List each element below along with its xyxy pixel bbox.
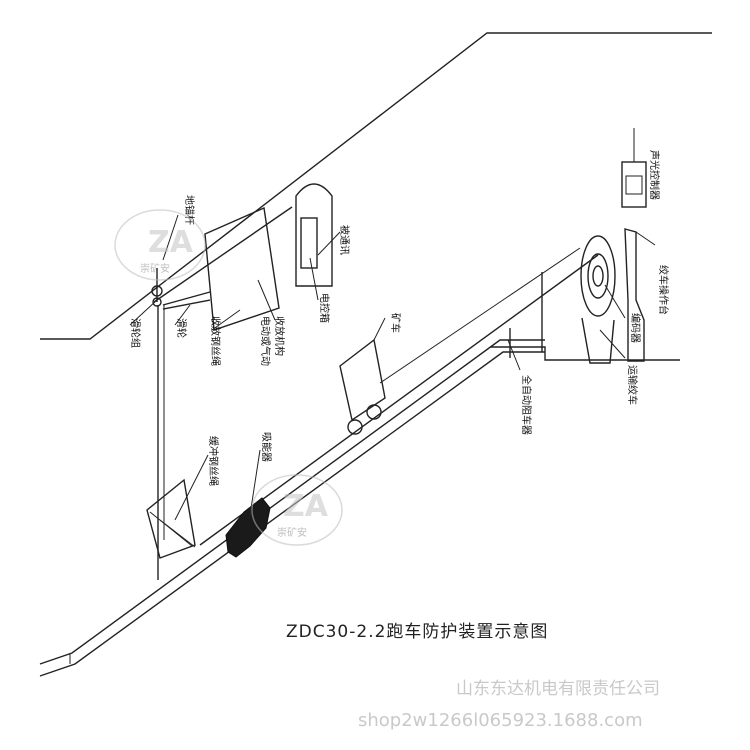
leader-lines [129, 128, 656, 521]
stamp-logo-upper: ZA 崇矿安 [114, 209, 206, 281]
label-hoist-winch: 运输绞车 [626, 365, 639, 405]
stamp-lower-text: 崇矿安 [277, 526, 307, 539]
label-encoder: 编码器 [629, 313, 642, 343]
stamp-logo-lower: ZA 崇矿安 [251, 474, 343, 546]
track-rail-upper [39, 339, 545, 665]
label-auto-stop-device: 全自动阻车器 [520, 375, 533, 435]
release-mechanism-panel [204, 206, 280, 331]
svg-text:ZA: ZA [148, 225, 194, 260]
label-wire-rope-release: 收放钢丝绳 [209, 316, 222, 366]
sound-light-controller [621, 161, 647, 208]
label-electric-control-box: 电控箱 [318, 293, 331, 323]
winch-console [624, 228, 645, 362]
ground-surface-line [40, 32, 712, 340]
electric-control-box [295, 183, 333, 287]
watermark-shop-url: shop2w1266l065923.1688.com [358, 710, 643, 731]
label-sound-light-controller: 声光控制器 [648, 150, 661, 200]
stamp-upper-text: 崇矿安 [140, 262, 170, 275]
label-pulley-group: 滑轮组 [129, 318, 142, 348]
label-anchor-rod: 地锚杆 [183, 195, 196, 225]
floor-line-right [490, 346, 680, 361]
label-release-mechanism: 收放机构 [273, 316, 286, 356]
track-rail-lower [39, 351, 545, 677]
label-signal-cable: 被通讯 [338, 225, 351, 255]
label-buffer-wire-rope: 缓冲钢丝绳 [207, 436, 220, 486]
mine-car [339, 338, 386, 435]
watermark-company: 山东东达机电有限责任公司 [456, 679, 660, 699]
pulley-assembly [151, 268, 211, 310]
label-energy-absorber: 吸能器 [260, 432, 273, 462]
svg-text:ZA: ZA [283, 489, 329, 524]
hoist-winch [580, 235, 616, 364]
label-release-mech-power: 电动或气动 [259, 316, 272, 366]
label-mine-car: 矿车 [389, 313, 402, 333]
label-pulley: 滑轮 [175, 318, 188, 338]
cave-ceiling-line [153, 206, 293, 303]
label-winch-console: 绞车操作台 [657, 265, 670, 315]
diagram-caption: ZDC30-2.2跑车防护装置示意图 [286, 622, 548, 642]
haulage-rope [199, 254, 599, 546]
energy-absorber [225, 497, 271, 558]
buffer-net [146, 478, 196, 559]
auto-stop-device [509, 272, 543, 358]
haulage-rope-2 [379, 247, 581, 384]
